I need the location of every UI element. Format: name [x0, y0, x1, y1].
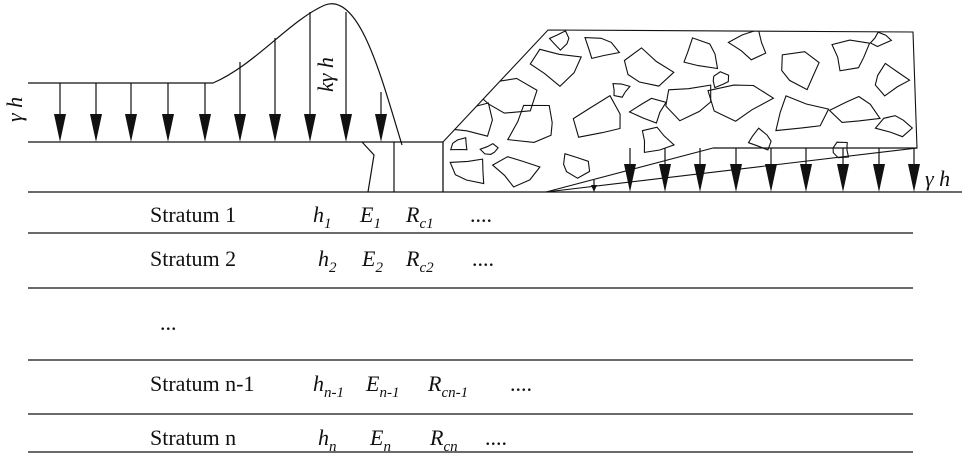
stratum-name: Stratum 2: [150, 246, 236, 271]
load-arrow: [340, 12, 352, 142]
load-arrow: [624, 148, 636, 192]
boulder: [612, 83, 631, 98]
right-load-arrows: [591, 148, 920, 192]
stratum-row: Stratum n-1 hn-1 En-1 Rcn-1....: [150, 371, 532, 401]
boulder: [628, 97, 667, 124]
boulder: [831, 39, 871, 72]
boulder: [529, 48, 583, 88]
stratum-param-R: Rcn: [429, 425, 458, 455]
stratum-param-h: h1: [313, 202, 332, 232]
stratum-param-E: E1: [359, 202, 381, 232]
boulder: [572, 94, 621, 138]
load-arrow: [199, 83, 211, 142]
stratum-name: Stratum n-1: [150, 371, 255, 396]
load-arrow: [837, 148, 849, 192]
load-arrow: [908, 148, 920, 192]
boulder: [874, 115, 914, 138]
boulder: [832, 141, 850, 159]
boulder: [727, 30, 767, 61]
stratum-param-E: E2: [361, 246, 383, 276]
stratum-param-h: h2: [318, 246, 337, 276]
load-arrow: [800, 148, 812, 192]
boulder: [869, 31, 893, 48]
embankment-toe-left: [361, 141, 375, 193]
stratum-param-h: hn-1: [313, 371, 344, 401]
stratum-more-params: ....: [470, 202, 492, 227]
boulder: [874, 62, 911, 97]
stratum-more-params: ....: [485, 425, 507, 450]
load-arrow: [730, 148, 742, 192]
load-arrow: [304, 12, 316, 142]
stratum-more-params: ....: [510, 371, 532, 396]
boulder: [449, 158, 485, 185]
boulder: [623, 47, 675, 87]
stratum-param-h: hn: [318, 425, 337, 455]
strata-labels: Stratum 1 h1 E1 Rc1.... Stratum 2 h2 E2 Rc2....…: [150, 202, 532, 455]
boulder: [707, 84, 775, 122]
boulder: [712, 71, 730, 89]
boulder: [641, 126, 676, 154]
stratum-more-params: ....: [472, 246, 494, 271]
load-arrow: [234, 62, 246, 142]
stratum-row: Stratum n hn En Rcn....: [150, 425, 507, 455]
load-arrow: [90, 83, 102, 142]
stratum-row: Stratum 2 h2 E2 Rc2....: [150, 246, 494, 276]
stratum-row: Stratum 1 h1 E1 Rc1....: [150, 202, 492, 232]
boulder: [781, 51, 820, 91]
boulder: [584, 37, 621, 60]
boulder: [506, 104, 553, 143]
boulder: [828, 95, 881, 123]
boulder: [683, 37, 719, 70]
boulder: [479, 143, 499, 155]
load-arrow: [125, 83, 137, 142]
stratum-param-E: En: [369, 425, 391, 455]
left-load-label: γ h: [2, 97, 27, 122]
strata-ellipsis: ...: [160, 310, 177, 335]
load-arrow-small: [591, 180, 597, 192]
boulder: [548, 30, 570, 51]
left-load-envelope: [28, 3, 403, 146]
load-arrow: [873, 148, 885, 192]
stratum-param-R: Rcn-1: [427, 371, 468, 401]
right-load-label: γ h: [925, 166, 950, 191]
stratum-param-R: Rc1: [405, 202, 434, 232]
stratum-name: Stratum n: [150, 425, 236, 450]
load-arrow: [54, 83, 66, 142]
boulder: [491, 156, 541, 188]
stratum-param-E: En-1: [365, 371, 399, 401]
load-arrow: [162, 83, 174, 142]
boulder: [665, 84, 712, 122]
boulders: [445, 30, 914, 188]
boulder: [747, 127, 772, 151]
load-arrow: [375, 92, 387, 142]
load-arrow: [659, 148, 671, 192]
stratum-name: Stratum 1: [150, 202, 236, 227]
left-load-arrows: [54, 12, 387, 142]
boulder: [449, 136, 468, 151]
boulder: [470, 77, 538, 114]
boulder: [563, 152, 591, 179]
load-arrow: [765, 148, 777, 192]
stratum-param-R: Rc2: [405, 246, 434, 276]
peak-load-label: kγ h: [313, 57, 338, 92]
boulder: [775, 95, 830, 132]
load-arrow: [694, 148, 706, 192]
stratum-boundaries: [28, 191, 962, 453]
load-arrow: [269, 38, 281, 142]
